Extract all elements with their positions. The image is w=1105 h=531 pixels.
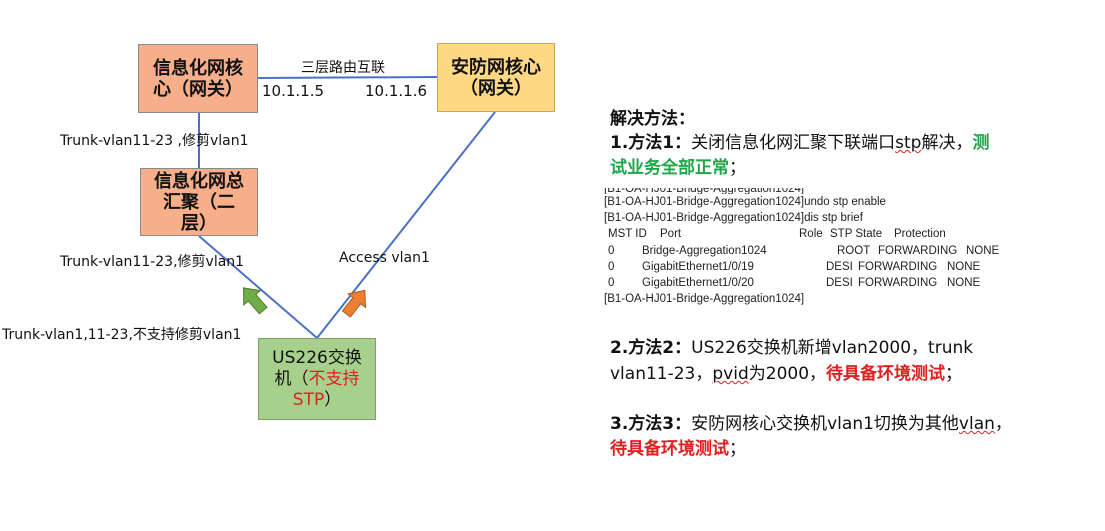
core-switch-node: 信息化网核心（网关） bbox=[138, 44, 258, 113]
security-core-label: 安防网核心（网关） bbox=[451, 56, 541, 99]
green-up-arrow bbox=[242, 287, 268, 315]
cli-output: [B1-OA-HJ01-Bridge-Aggregation1024] [B1-… bbox=[604, 188, 1024, 305]
cli-row: 0 Bridge-Aggregation1024 ROOT FORWARDING… bbox=[604, 243, 1024, 259]
us226-switch-node: US226交换机（不支持STP） bbox=[258, 338, 376, 420]
cli-row-state: FORWARDING bbox=[858, 276, 938, 289]
cli-row: 0 GigabitEthernet1/0/19 DESI FORWARDING … bbox=[604, 259, 1024, 275]
cli-row-mst: 0 bbox=[608, 276, 615, 289]
cli-row-prot: NONE bbox=[947, 260, 981, 273]
method2-pvid: pvid bbox=[712, 364, 749, 384]
cli-prompt: [B1-OA-HJ01-Bridge-Aggregation1024] bbox=[604, 293, 805, 306]
method3-text: 安防网核心交换机vlan1切换为其他 bbox=[691, 414, 959, 434]
method2-pending: 待具备环境测试 bbox=[826, 364, 946, 384]
method1-stp: stp bbox=[895, 133, 922, 153]
cli-row-port: GigabitEthernet1/0/20 bbox=[642, 276, 754, 289]
ip-core: 10.1.1.5 bbox=[262, 82, 325, 100]
method3-pending: 待具备环境测试 bbox=[610, 439, 729, 459]
orange-up-arrow bbox=[341, 289, 367, 318]
cli-row-mst: 0 bbox=[608, 244, 615, 257]
method2-prefix: 2.方法2： bbox=[610, 338, 692, 358]
label-us226-trunk: Trunk-vlan1,11-23,不支持修剪vlan1 bbox=[2, 327, 242, 343]
cli-row-role: ROOT bbox=[837, 244, 871, 257]
method3-line2: 待具备环境测试； bbox=[610, 434, 746, 459]
label-access-vlan: Access vlan1 bbox=[339, 250, 430, 266]
method2-end: ； bbox=[945, 364, 963, 384]
method2-line2b: 为2000， bbox=[748, 364, 827, 384]
link-core-security bbox=[257, 76, 438, 79]
core-switch-label: 信息化网核心（网关） bbox=[153, 57, 243, 100]
cli-row-mst: 0 bbox=[608, 260, 615, 273]
link-aggregation-us226 bbox=[198, 235, 318, 339]
method2-line2: vlan11-23，pvid为2000，待具备环境测试； bbox=[610, 359, 962, 384]
cli-cut-line: [B1-OA-HJ01-Bridge-Aggregation1024] bbox=[604, 188, 805, 194]
method1-text2: 解决， bbox=[921, 133, 973, 153]
cli-h-port: Port bbox=[660, 228, 682, 241]
cli-h-state: STP State bbox=[830, 228, 883, 241]
method3-prefix: 3.方法3： bbox=[610, 414, 692, 434]
cli-cmd-dis-stp: [B1-OA-HJ01-Bridge-Aggregation1024]dis s… bbox=[604, 212, 863, 225]
cli-cmd-undo-stp: [B1-OA-HJ01-Bridge-Aggregation1024]undo … bbox=[604, 196, 886, 208]
solution-heading: 解决方法： bbox=[610, 109, 695, 129]
us226-switch-label: US226交换机（不支持STP） bbox=[265, 348, 369, 411]
method1-prefix: 1.方法1： bbox=[610, 133, 692, 153]
cli-h-mst: MST ID bbox=[608, 228, 647, 241]
security-core-node: 安防网核心（网关） bbox=[437, 43, 555, 112]
method3-line1: 3.方法3：安防网核心交换机vlan1切换为其他vlan， bbox=[610, 409, 1012, 434]
method1-green-a: 测 bbox=[972, 133, 990, 153]
us226-prefix: US226交换机（ bbox=[272, 347, 362, 389]
method3-comma: ， bbox=[994, 414, 1012, 434]
cli-row-state: FORWARDING bbox=[878, 244, 958, 257]
cli-row-port: GigabitEthernet1/0/19 bbox=[642, 260, 754, 273]
cli-row-role: DESI bbox=[826, 276, 853, 289]
method3-end: ； bbox=[729, 439, 746, 459]
cli-row-state: FORWARDING bbox=[858, 260, 938, 273]
us226-no-stp: 不支持STP bbox=[292, 368, 360, 410]
method1-line1: 1.方法1：关闭信息化网汇聚下联端口stp解决，测 bbox=[610, 128, 989, 153]
us226-suffix: ） bbox=[324, 389, 342, 410]
link-security-us226 bbox=[316, 111, 496, 339]
cli-h-role: Role bbox=[799, 228, 823, 241]
method2-line2a: vlan11-23， bbox=[610, 364, 713, 384]
method2-text: US226交换机新增vlan2000，trunk bbox=[691, 338, 974, 358]
method1-end: ； bbox=[729, 158, 746, 178]
aggregation-switch-node: 信息化网总汇聚（二层） bbox=[140, 168, 258, 236]
cli-row: 0 GigabitEthernet1/0/20 DESI FORWARDING … bbox=[604, 275, 1024, 291]
cli-h-prot: Protection bbox=[894, 228, 946, 241]
method2-line1: 2.方法2：US226交换机新增vlan2000，trunk bbox=[610, 333, 973, 358]
cli-row-prot: NONE bbox=[966, 244, 1000, 257]
cli-header-row: MST ID Port Role STP State Protection bbox=[604, 226, 1024, 242]
method1-line2: 试业务全部正常； bbox=[610, 153, 746, 178]
aggregation-switch-label: 信息化网总汇聚（二层） bbox=[154, 170, 244, 234]
method1-green-b: 试业务全部正常 bbox=[610, 158, 729, 178]
label-aggregation-us226: Trunk-vlan11-23,修剪vlan1 bbox=[60, 254, 245, 270]
method1-text: 关闭信息化网汇聚下联端口 bbox=[691, 133, 896, 153]
cli-row-role: DESI bbox=[826, 260, 853, 273]
cli-row-port: Bridge-Aggregation1024 bbox=[642, 244, 767, 257]
l3-routing-label: 三层路由互联 bbox=[301, 60, 385, 76]
method3-vlan: vlan bbox=[958, 414, 995, 434]
cli-row-prot: NONE bbox=[947, 276, 981, 289]
ip-security: 10.1.1.6 bbox=[365, 82, 428, 100]
label-core-aggregation: Trunk-vlan11-23 ,修剪vlan1 bbox=[60, 133, 249, 149]
